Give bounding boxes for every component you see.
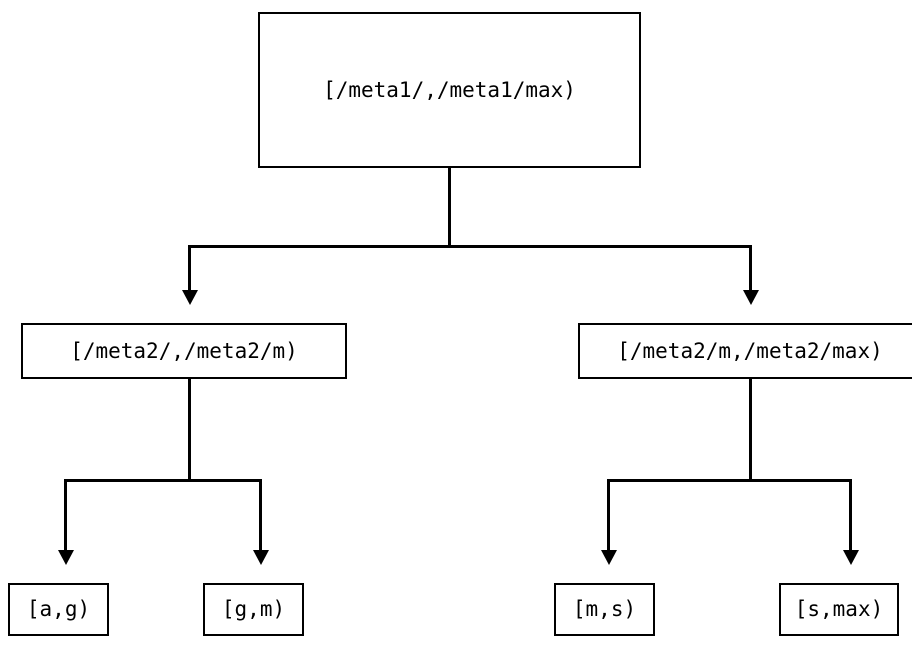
edge-mid-right-to-leaf-4-drop [849,479,852,551]
edge-mid-left-to-leaf-1-drop [64,479,67,551]
edge-root-to-mid-right-drop [749,245,752,291]
node-leaf-4-label: [s,max) [794,597,884,621]
edge-mid-right-to-leaf-3-drop [607,479,610,551]
arrowhead-down-icon-root-left [182,290,198,305]
node-root-label: [/meta1/,/meta1/max) [323,77,576,102]
edge-mid-right-crossbar [607,479,852,482]
arrowhead-down-icon-leaf-2 [253,550,269,565]
edge-mid-left-crossbar [64,479,262,482]
edge-root-to-mid-left-drop [188,245,191,291]
arrowhead-down-icon-leaf-3 [601,550,617,565]
node-leaf-4[interactable]: [s,max) [779,583,899,636]
node-mid-right-label: [/meta2/m,/meta2/max) [617,338,883,363]
arrowhead-down-icon-leaf-1 [58,550,74,565]
edge-mid-left-stem [188,378,191,481]
node-leaf-2[interactable]: [g,m) [203,583,304,636]
node-root[interactable]: [/meta1/,/meta1/max) [258,12,641,168]
node-mid-right[interactable]: [/meta2/m,/meta2/max) [578,323,912,379]
arrowhead-down-icon-leaf-4 [843,550,859,565]
node-mid-left-label: [/meta2/,/meta2/m) [70,338,298,363]
node-leaf-3-label: [m,s) [572,597,637,621]
node-leaf-3[interactable]: [m,s) [554,583,655,636]
edge-root-stem [448,167,451,246]
edge-mid-right-stem [749,378,752,481]
arrowhead-down-icon-root-right [743,290,759,305]
node-leaf-2-label: [g,m) [221,597,286,621]
node-leaf-1-label: [a,g) [26,597,91,621]
edge-root-crossbar [188,245,752,248]
node-leaf-1[interactable]: [a,g) [8,583,109,636]
edge-mid-left-to-leaf-2-drop [259,479,262,551]
node-mid-left[interactable]: [/meta2/,/meta2/m) [21,323,347,379]
